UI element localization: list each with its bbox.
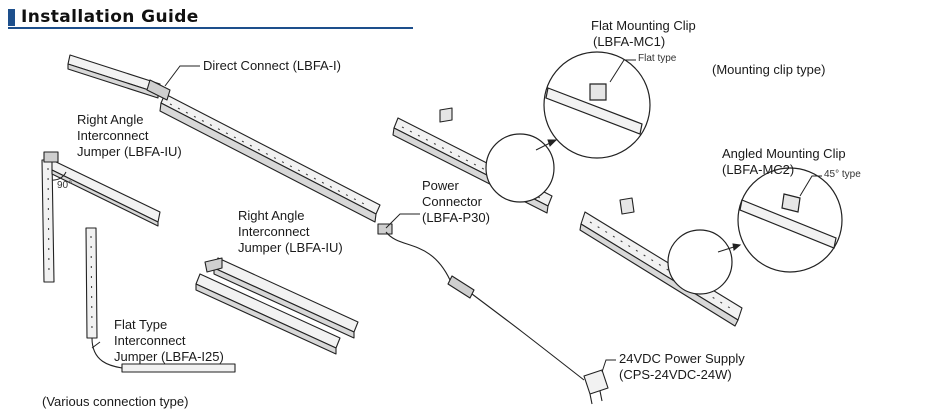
flat-jumper-line-3: Jumper (LBFA-I25)	[114, 349, 224, 364]
right-angle-jumper-2-label: Right Angle Interconnect Jumper (LBFA-IU…	[238, 208, 343, 256]
angled-clip-magnifier	[737, 167, 843, 273]
right-angle-jumper-1-line-3: Jumper (LBFA-IU)	[77, 144, 182, 159]
power-cable-bottom	[471, 293, 585, 381]
section-header: Installation Guide	[8, 6, 199, 28]
right-angle-jumper-1-label: Right Angle Interconnect Jumper (LBFA-IU…	[77, 112, 182, 160]
power-supply-leader	[601, 359, 616, 373]
right-angle-jumper-2-line-3: Jumper (LBFA-IU)	[238, 240, 343, 255]
flat-type-label: Flat type	[638, 53, 677, 64]
power-connector-line-1: Power	[422, 178, 459, 193]
right-angle-jumper-2	[204, 257, 223, 273]
right-angle-jumper-2-line-1: Right Angle	[238, 208, 305, 223]
flat-jumper-line-1: Flat Type	[114, 317, 168, 332]
direct-connector	[146, 79, 171, 101]
right-angle-jumper-1-line-2: Interconnect	[77, 128, 149, 143]
header-accent-bar	[8, 8, 15, 26]
led-bar-pair-upper	[213, 257, 359, 339]
led-bar-direct-left	[67, 54, 161, 99]
led-bar-flat-horizontal	[121, 363, 236, 373]
flat-clip-line-1: Flat Mounting Clip	[591, 18, 696, 33]
power-supply-label: 24VDC Power Supply (CPS-24VDC-24W)	[619, 351, 745, 383]
various-connection-label: (Various connection type)	[42, 394, 189, 409]
direct-connect-label: Direct Connect (LBFA-I)	[203, 58, 341, 73]
flat-clip-line-2: (LBFA-MC1)	[593, 34, 666, 49]
flat-jumper-label: Flat Type Interconnect Jumper (LBFA-I25)	[114, 317, 224, 365]
led-bar-horizontal-left	[51, 159, 161, 227]
inline-connector	[447, 275, 475, 299]
header-underline	[8, 27, 413, 29]
right-angle-jumper-1-line-1: Right Angle	[77, 112, 144, 127]
angle-90-label: 90°	[57, 180, 73, 191]
right-angle-jumper-1	[43, 151, 59, 163]
flat-jumper-line-2: Interconnect	[114, 333, 186, 348]
power-supply-line-2: (CPS-24VDC-24W)	[619, 367, 732, 382]
led-bar-pair-lower	[195, 273, 341, 355]
mounting-clip-type-label: (Mounting clip type)	[712, 62, 826, 77]
flat-type-leader	[609, 59, 636, 83]
angled-clip-detail-circle	[667, 229, 733, 295]
angled-clip-label: Angled Mounting Clip (LBFA-MC2)	[722, 146, 846, 178]
flat-jumper-leader	[91, 341, 101, 349]
flat-clip-part	[439, 107, 453, 123]
power-cable-top	[385, 231, 451, 281]
power-connector-line-3: (LBFA-P30)	[422, 210, 490, 225]
direct-leader	[164, 65, 200, 87]
angled-clip-part	[619, 197, 635, 215]
flat-clip-label: Flat Mounting Clip (LBFA-MC1)	[591, 18, 696, 50]
angled-clip-line-2: (LBFA-MC2)	[722, 162, 795, 177]
power-supply-line-1: 24VDC Power Supply	[619, 351, 745, 366]
flat-clip-magnifier	[543, 51, 651, 159]
power-connector-plug	[377, 223, 393, 235]
led-bar-flat-vertical	[85, 227, 98, 339]
angled-clip-line-1: Angled Mounting Clip	[722, 146, 846, 161]
power-leader	[385, 213, 420, 229]
led-bar-vertical-left	[41, 159, 55, 283]
page-title: Installation Guide	[21, 7, 199, 27]
flat-clip-detail-circle	[485, 133, 555, 203]
power-connector-line-2: Connector	[422, 194, 482, 209]
power-connector-label: Power Connector (LBFA-P30)	[422, 178, 490, 226]
power-supply-adapter	[583, 369, 609, 405]
flat-jumper-cable	[91, 337, 123, 369]
right-angle-jumper-2-line-2: Interconnect	[238, 224, 310, 239]
angle-arc	[51, 171, 67, 181]
deg45-leader	[799, 175, 822, 197]
deg45-type-label: 45° type	[824, 169, 861, 180]
led-bar-direct-long	[159, 93, 381, 223]
